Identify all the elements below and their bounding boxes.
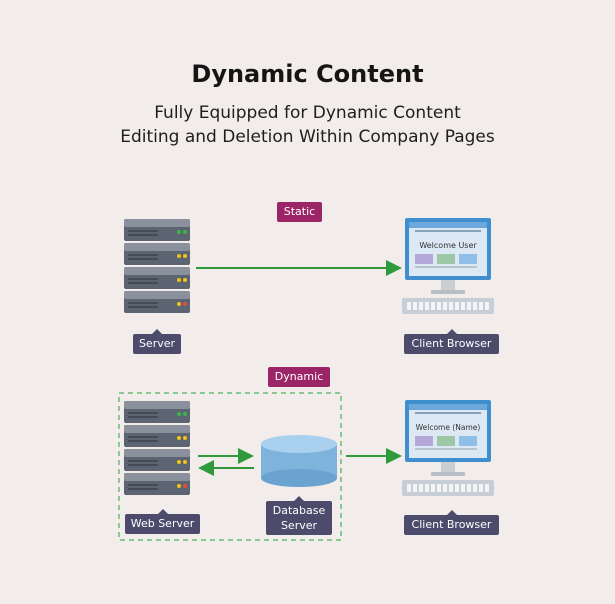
subtitle-line-1: Fully Equipped for Dynamic Content	[154, 103, 461, 123]
server-label: Server	[133, 329, 181, 354]
page-title: Dynamic Content	[191, 60, 424, 88]
static-tag: Static	[277, 202, 322, 222]
dynamic-tag: Dynamic	[268, 367, 330, 387]
database-label-line-1: Database	[272, 504, 326, 517]
static-client-monitor-icon: Welcome User	[402, 218, 494, 314]
dynamic-group-border	[118, 392, 342, 541]
static-server-icon	[124, 219, 190, 313]
dynamic-screen-text: Welcome (Name)	[416, 423, 481, 432]
static-screen-text: Welcome User	[419, 241, 477, 250]
web-server-label: Web Server	[125, 509, 200, 534]
database-label-line-2: Server	[280, 519, 318, 532]
dynamic-client-monitor-icon: Welcome (Name)	[402, 400, 494, 496]
static-client-label: Client Browser	[404, 329, 499, 354]
web-server-icon	[124, 401, 190, 495]
database-icon	[261, 435, 337, 487]
page-subtitle: Fully Equipped for Dynamic Content Editi…	[0, 101, 615, 149]
database-server-label: Database Server	[266, 496, 332, 535]
dynamic-client-label: Client Browser	[404, 510, 499, 535]
subtitle-line-2: Editing and Deletion Within Company Page…	[120, 127, 495, 147]
